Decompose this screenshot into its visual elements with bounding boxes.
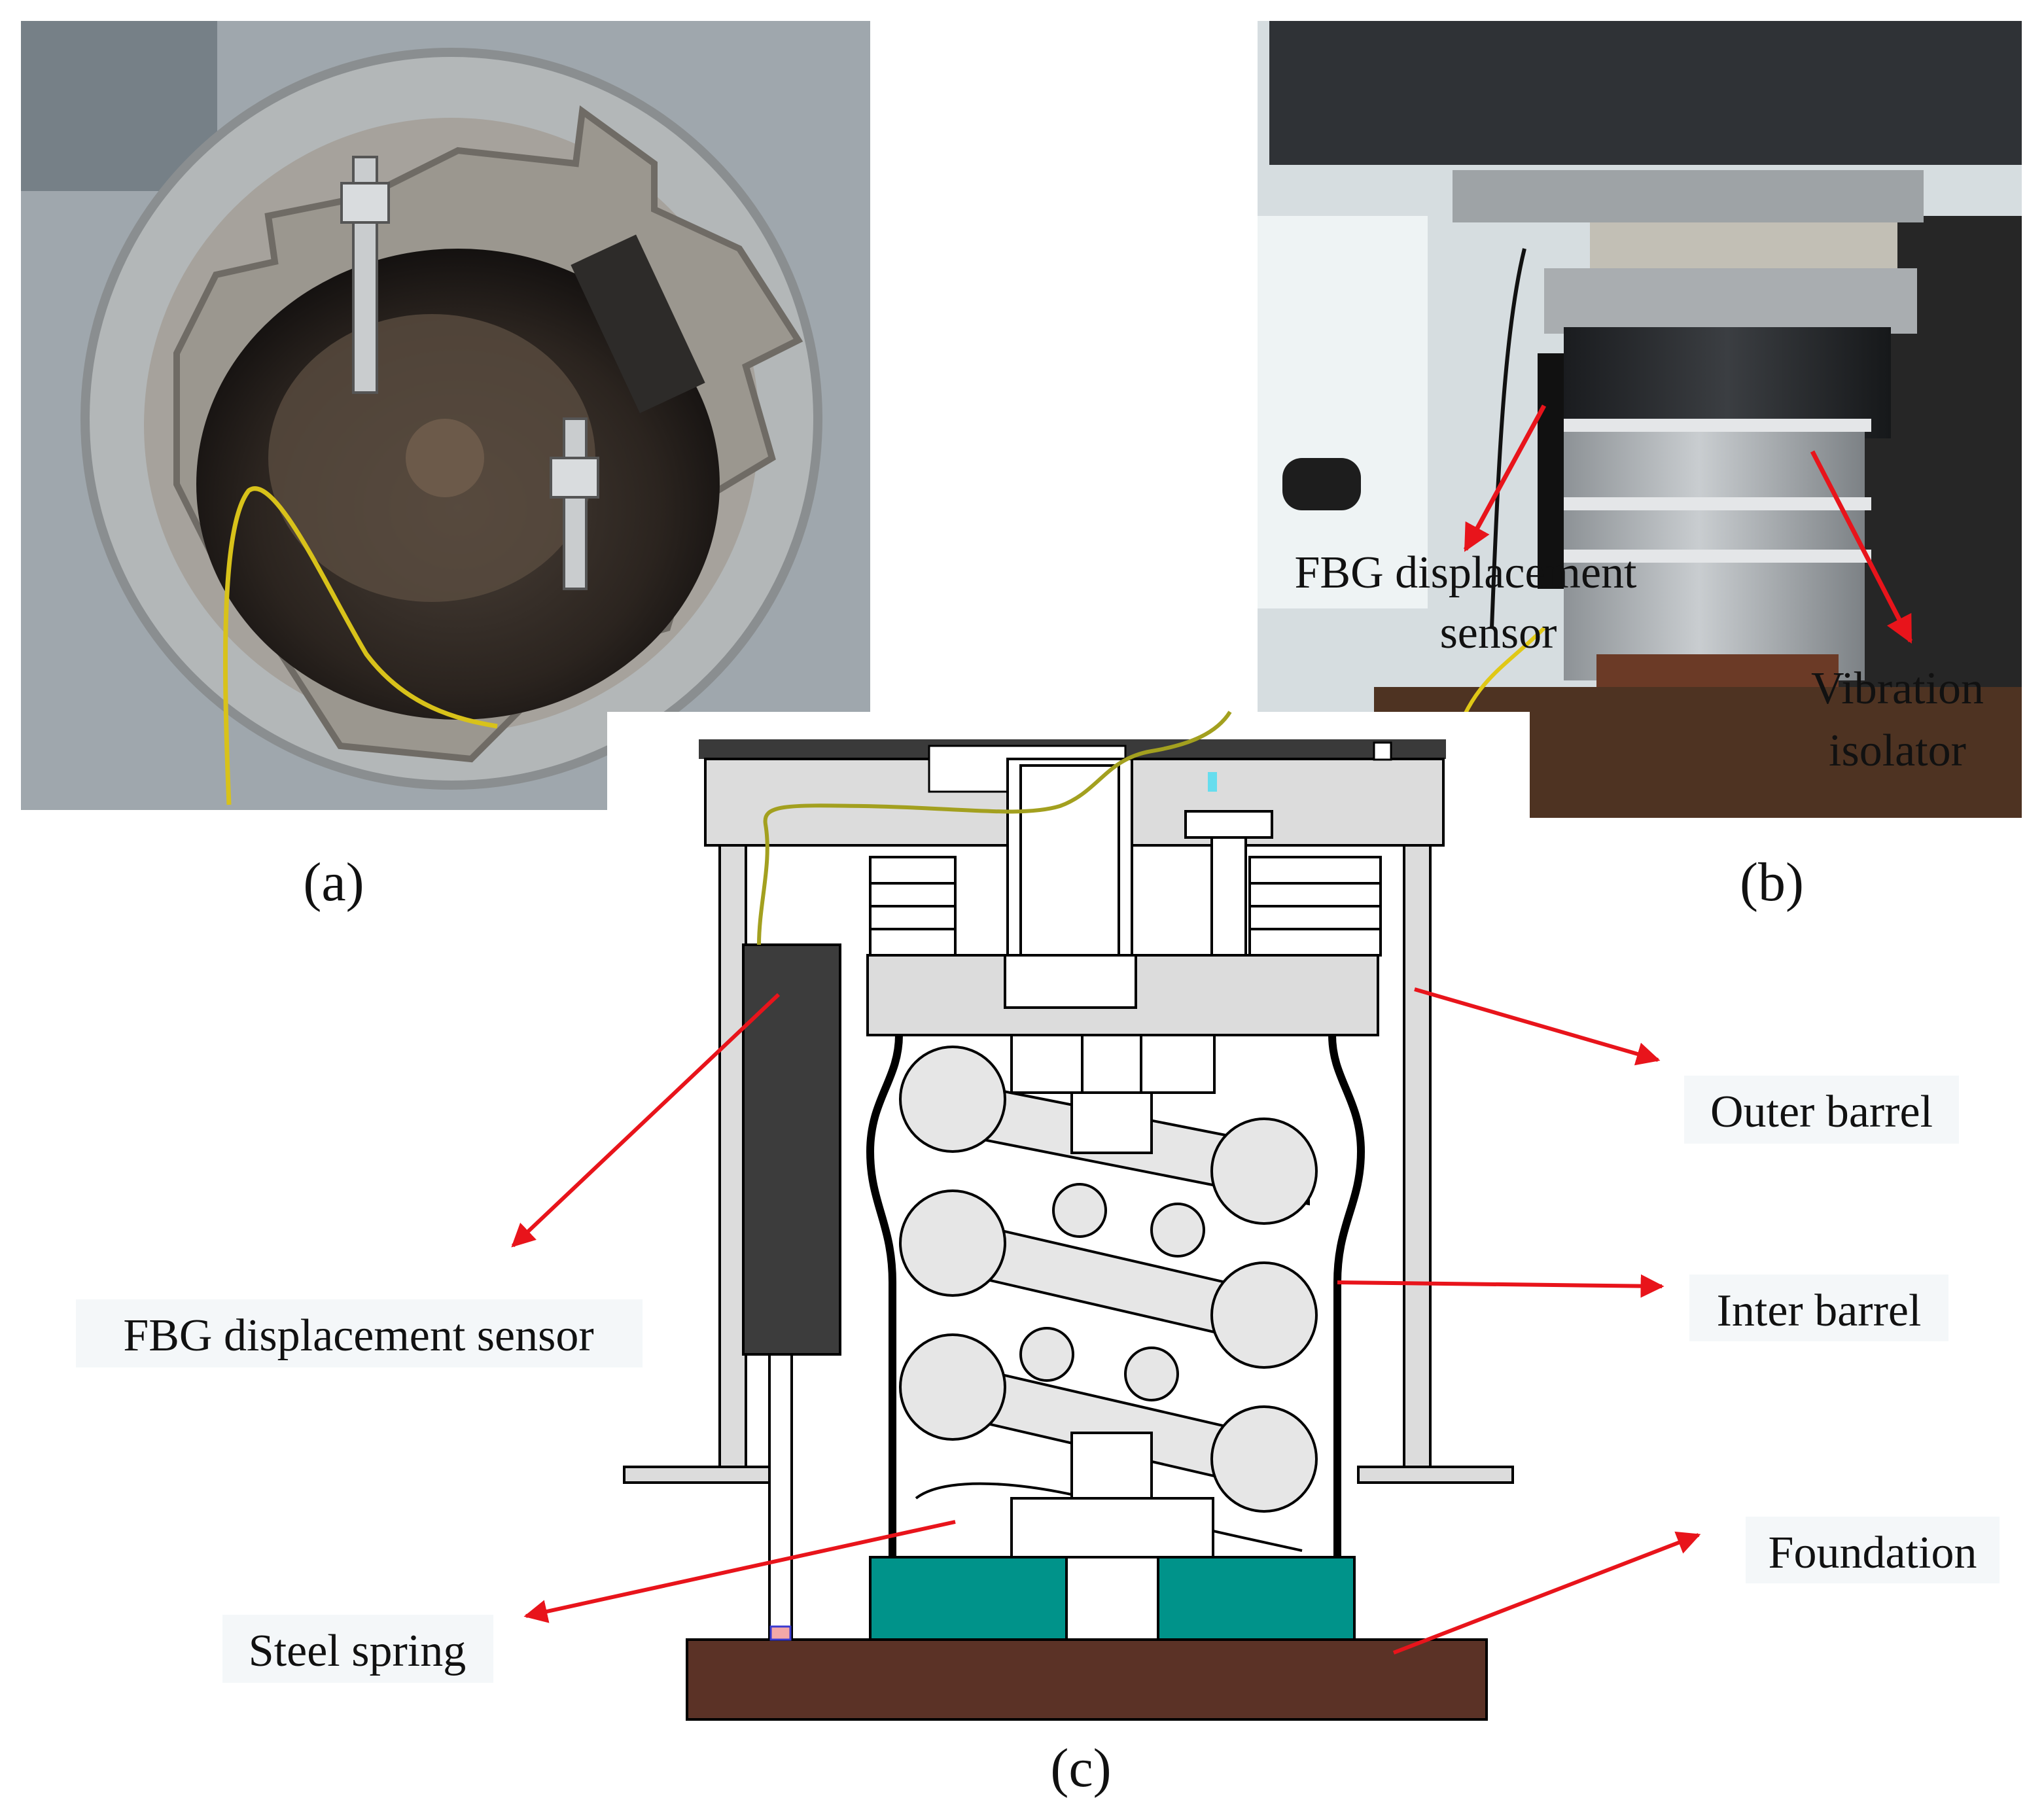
foundation-arrow <box>1392 1531 1701 1655</box>
photo-b-sensor-label-line-2: sensor <box>1440 608 1557 658</box>
upper-guide-stem <box>1070 1091 1153 1154</box>
photo-b-sensor-arrow-1 <box>1463 404 1547 552</box>
photo-b-clamp-3 <box>1557 550 1871 563</box>
panel-c-caption: (c) <box>1050 1738 1111 1799</box>
photo-a-sensor-bracket <box>571 234 705 414</box>
panel-a-caption: (a) <box>303 852 364 913</box>
photo-a-bolt-2 <box>563 417 588 590</box>
photo-b-knob <box>1282 458 1361 510</box>
fbg-sensor-tip <box>769 1625 792 1641</box>
inter-barrel-label-bg <box>1689 1275 1948 1341</box>
outer-barrel-label: Outer barrel <box>1710 1087 1933 1137</box>
spring-coil-inner-2 <box>1150 1203 1205 1258</box>
photo-b-isolator-label-line-2: isolator <box>1829 726 1966 776</box>
outer-barrel-left-flange <box>623 1466 776 1484</box>
foundation-label-bg <box>1746 1517 2000 1583</box>
steel-spring-label-bg <box>222 1615 493 1683</box>
steel-spring-arrow <box>523 1520 956 1623</box>
outer-barrel-label-bg <box>1684 1076 1959 1144</box>
fbg-sensor-probe <box>768 1353 793 1641</box>
spring-coil-left-2 <box>899 1189 1006 1297</box>
spring-coil-inner-3 <box>1019 1327 1074 1382</box>
outer-barrel-arrow <box>1414 987 1661 1066</box>
outer-barrel-right-flange <box>1357 1466 1514 1484</box>
load-plate-cutout <box>1004 954 1137 1009</box>
upper-guide-block <box>1010 1034 1216 1094</box>
fbg-sensor-arrow <box>511 993 781 1248</box>
photo-b-top-cap <box>1544 268 1917 334</box>
outer-barrel-right-wall <box>1403 844 1432 1468</box>
photo-a-bolt-2-nut <box>550 457 599 499</box>
photo-b-isolator-label-line-1: Vibration <box>1811 663 1984 714</box>
base-block-left <box>869 1556 1068 1641</box>
bolt-tip <box>1208 772 1217 792</box>
spring-coil-inner-4 <box>1124 1347 1179 1401</box>
photo-b-window <box>1258 216 1428 608</box>
base-block-center <box>1065 1556 1159 1641</box>
photo-a-fiber-cable <box>222 486 498 805</box>
photo-b-clamp-2 <box>1557 497 1871 510</box>
spring-coil-inner-1 <box>1052 1183 1107 1238</box>
foundation-block <box>686 1638 1488 1721</box>
adjust-bolt-nut <box>1184 810 1273 839</box>
fbg-sensor-label: FBG displacement sensor <box>123 1311 593 1361</box>
panel-b-caption: (b) <box>1740 852 1804 913</box>
fbg-sensor-label-bg <box>76 1299 643 1367</box>
photo-a-bolt-1-nut <box>340 182 390 224</box>
photo-b-press-plate <box>1269 21 2022 165</box>
photo-b: FBG displacement sensor Vibration isolat… <box>1258 21 2022 818</box>
steel-spring-label: Steel spring <box>249 1626 466 1676</box>
spring-coil-right-3 <box>1210 1405 1318 1513</box>
lower-guide-block <box>1010 1497 1214 1558</box>
inter-barrel-label: Inter barrel <box>1717 1286 1922 1336</box>
photo-b-press-plate-lower <box>1453 170 1924 222</box>
photo-a <box>21 21 870 810</box>
inner-barrel-right-wall <box>1328 1034 1366 1558</box>
spring-coil-left-1 <box>899 1046 1006 1153</box>
photo-b-sensor-label-line-1: FBG displacement <box>1295 548 1638 598</box>
spring-coil-right-2 <box>1210 1261 1318 1369</box>
photo-b-cable <box>1490 248 1526 629</box>
top-cover-notch <box>1373 741 1392 761</box>
lower-guide-stem <box>1070 1432 1153 1500</box>
diagram-c <box>511 711 1701 1759</box>
foundation-label: Foundation <box>1769 1528 1977 1578</box>
optical-fiber <box>757 711 1232 945</box>
inner-barrel-left-wall <box>866 1034 903 1558</box>
photo-b-fbg-sensor <box>1538 353 1564 589</box>
photo-a-center-boss <box>406 419 484 497</box>
photo-b-clamp-1 <box>1557 419 1871 432</box>
photo-b-isolator-arrow <box>1810 450 1913 644</box>
spring-coil-right-1 <box>1210 1118 1318 1225</box>
inter-barrel-arrow <box>1337 1274 1665 1298</box>
base-block-right <box>1157 1556 1356 1641</box>
fbg-sensor-body <box>742 943 841 1356</box>
spring-coil-left-3 <box>899 1333 1006 1441</box>
